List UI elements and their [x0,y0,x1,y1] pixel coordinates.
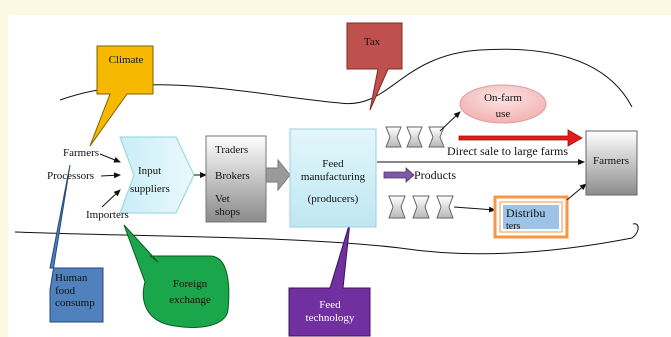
foreign-exchange-label: Foreign exchange [169,278,211,306]
human-food-label: Human food consump [55,272,95,310]
processors-label: Processors [47,170,95,182]
climate-callout [89,45,154,147]
direct-sale-label: Direct sale to large farms [447,144,569,158]
farmers-end-label: Farmers [593,155,630,167]
farmers-label: Farmers [63,147,100,159]
arrow-distributers-farmers [566,183,587,201]
foreign-exchange-callout [123,224,230,328]
arrow-importers-input [101,189,121,208]
feed-technology-callout [288,221,371,337]
products-arrow [383,167,415,183]
feed-manufacturing-label: Feed manufacturing (producers) [300,158,366,206]
tax-label: Tax [363,36,381,48]
intermediaries-box [205,135,267,223]
human-food-callout [49,164,104,323]
input-suppliers-label: Input suppliers [130,165,170,195]
arrow-bags-onfarm [439,111,461,132]
direct-sale-arrow [458,129,583,147]
lower-boundary-curve [14,223,639,255]
traders-label: Traders [215,144,249,156]
farmers-end-box [585,130,638,196]
on-farm-use-label: On-farm use [484,92,522,120]
upper-boundary-curve [59,48,633,108]
distributers-label: Distribu ters [506,206,546,232]
vet-shops-label: Vet shops [215,193,241,218]
tax-callout [346,22,403,111]
distributers-highlight [503,205,559,229]
feed-bags-top [385,126,445,148]
feed-bags-bottom [388,195,454,219]
arrow-farmers-input [99,153,121,163]
arrow-processors-input [100,172,121,179]
arrow-traders-feed [265,158,291,192]
importers-label: Importers [86,209,129,221]
feed-technology-label: Feed technology [305,299,355,324]
products-label: Products [414,168,456,182]
climate-label: Climate [108,54,144,66]
arrow-bags-distributers [453,206,496,213]
brokers-label: Brokers [215,170,250,182]
on-farm-use-oval [459,84,547,124]
input-suppliers-chevron [119,136,195,214]
feed-manufacturing-box [289,128,377,228]
